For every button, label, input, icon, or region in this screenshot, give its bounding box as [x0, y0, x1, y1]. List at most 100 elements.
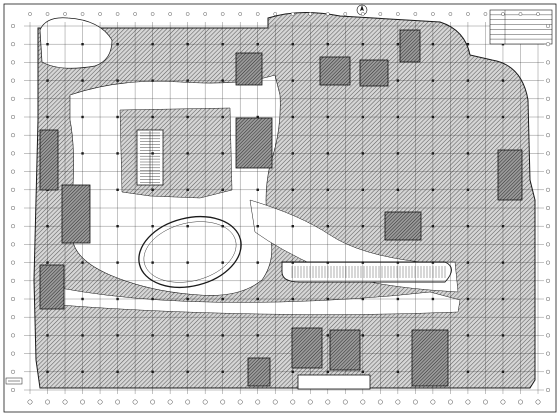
column [431, 115, 435, 119]
column [116, 334, 119, 337]
axis-bubble [150, 12, 155, 16]
axis-bubble [430, 399, 436, 405]
column [151, 261, 154, 264]
column [291, 370, 294, 373]
axis-bubble [28, 12, 32, 16]
axis-bubble [185, 12, 190, 16]
column [501, 79, 505, 82]
column [396, 115, 400, 119]
core [329, 329, 361, 371]
axis-bubble [342, 399, 348, 405]
column [466, 297, 470, 301]
column [361, 370, 365, 373]
axis-bubble [546, 333, 550, 338]
axis-bubble [546, 115, 550, 119]
east-ramp [281, 261, 452, 283]
column [501, 225, 505, 228]
column [361, 115, 365, 119]
axis-bubble [11, 369, 15, 374]
column [326, 334, 329, 337]
axis-bubble [11, 169, 15, 174]
axis-bubble [501, 12, 505, 16]
column [501, 334, 505, 337]
axis-bubble [536, 12, 540, 16]
column [256, 43, 259, 46]
column [431, 225, 435, 228]
axis-bubble [518, 12, 523, 16]
axis-bubble [273, 12, 278, 16]
column [186, 43, 189, 46]
loading-bay [297, 374, 371, 390]
column [466, 79, 470, 82]
column [396, 334, 400, 337]
axis-bubble [238, 12, 242, 16]
column [256, 261, 259, 264]
column [151, 115, 154, 119]
column [46, 79, 49, 82]
column [221, 79, 224, 82]
axis-bubble [546, 351, 550, 356]
column [151, 297, 154, 301]
column [431, 152, 435, 155]
axis-bubble [132, 399, 138, 405]
column [81, 43, 84, 46]
axis-bubble [97, 399, 103, 405]
column [221, 115, 224, 119]
column [116, 261, 119, 264]
axis-bubble [203, 12, 207, 16]
column [396, 152, 400, 155]
column [221, 225, 224, 228]
column [81, 261, 84, 264]
column [221, 297, 224, 301]
axis-bubble [378, 12, 383, 16]
axis-bubble [448, 12, 453, 16]
axis-bubble [361, 12, 365, 16]
column [501, 297, 505, 301]
axis-bubble [255, 399, 261, 405]
scale-bar-icon [5, 377, 23, 385]
axis-bubble [546, 260, 550, 265]
column [326, 225, 329, 228]
sheet-frame [3, 3, 557, 413]
axis-bubble [11, 96, 15, 101]
axis-bubble [80, 399, 85, 405]
axis-bubble [11, 278, 15, 283]
axis-bubble [167, 399, 173, 405]
axis-bubble [546, 187, 550, 192]
column [46, 261, 49, 264]
column [81, 334, 84, 337]
axis-bubble [546, 369, 550, 374]
column [361, 43, 365, 46]
column [256, 297, 259, 301]
axis-bubble [546, 206, 550, 210]
axis-bubble [11, 260, 15, 265]
axis-bubble [27, 399, 33, 405]
column [326, 188, 329, 191]
column [81, 370, 84, 373]
axis-bubble [500, 399, 506, 405]
axis-bubble [168, 12, 172, 16]
column [186, 152, 189, 155]
structural-grid [24, 22, 544, 394]
column [501, 115, 505, 119]
column [46, 334, 49, 337]
axis-bubble [11, 60, 15, 65]
axis-bubble [80, 12, 85, 16]
column [431, 188, 435, 191]
axis-bubble [45, 399, 50, 405]
column [46, 115, 49, 119]
column [81, 297, 84, 301]
axis-bubble [11, 333, 15, 338]
column [326, 297, 329, 301]
column [326, 370, 329, 373]
axis-bubble [255, 12, 260, 16]
axis-bubble [11, 315, 15, 320]
column [151, 43, 154, 46]
column [151, 152, 154, 155]
axis-bubble [11, 78, 15, 83]
column [221, 43, 224, 46]
column [46, 225, 49, 228]
axis-bubble [413, 12, 418, 16]
core [39, 264, 65, 310]
